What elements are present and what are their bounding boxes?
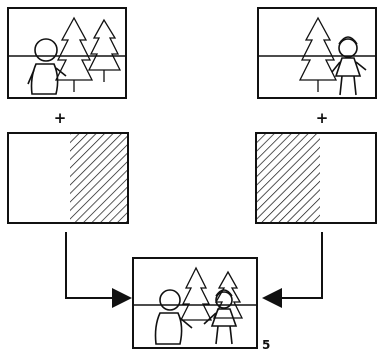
frame-top-right (257, 7, 377, 99)
boy-figure-icon (27, 38, 67, 95)
girl-figure-icon (331, 36, 367, 96)
boy-figure-icon (154, 289, 193, 345)
result-label: 5 (262, 338, 270, 352)
plus-sign-right: + (316, 109, 329, 127)
frame-result (132, 257, 258, 349)
arrow-left-to-result (65, 232, 132, 308)
hatched-region-right-half (70, 134, 127, 222)
tree-icon (179, 266, 244, 321)
girl-figure-icon (203, 289, 238, 345)
mask-frame-right (255, 132, 377, 224)
hatched-region-left-half (257, 134, 320, 222)
plus-sign-left: + (54, 109, 67, 127)
tree-icon (54, 16, 122, 92)
arrow-right-to-result (262, 232, 323, 308)
mask-frame-left (7, 132, 129, 224)
tree-icon (298, 16, 338, 92)
frame-top-left (7, 7, 127, 99)
